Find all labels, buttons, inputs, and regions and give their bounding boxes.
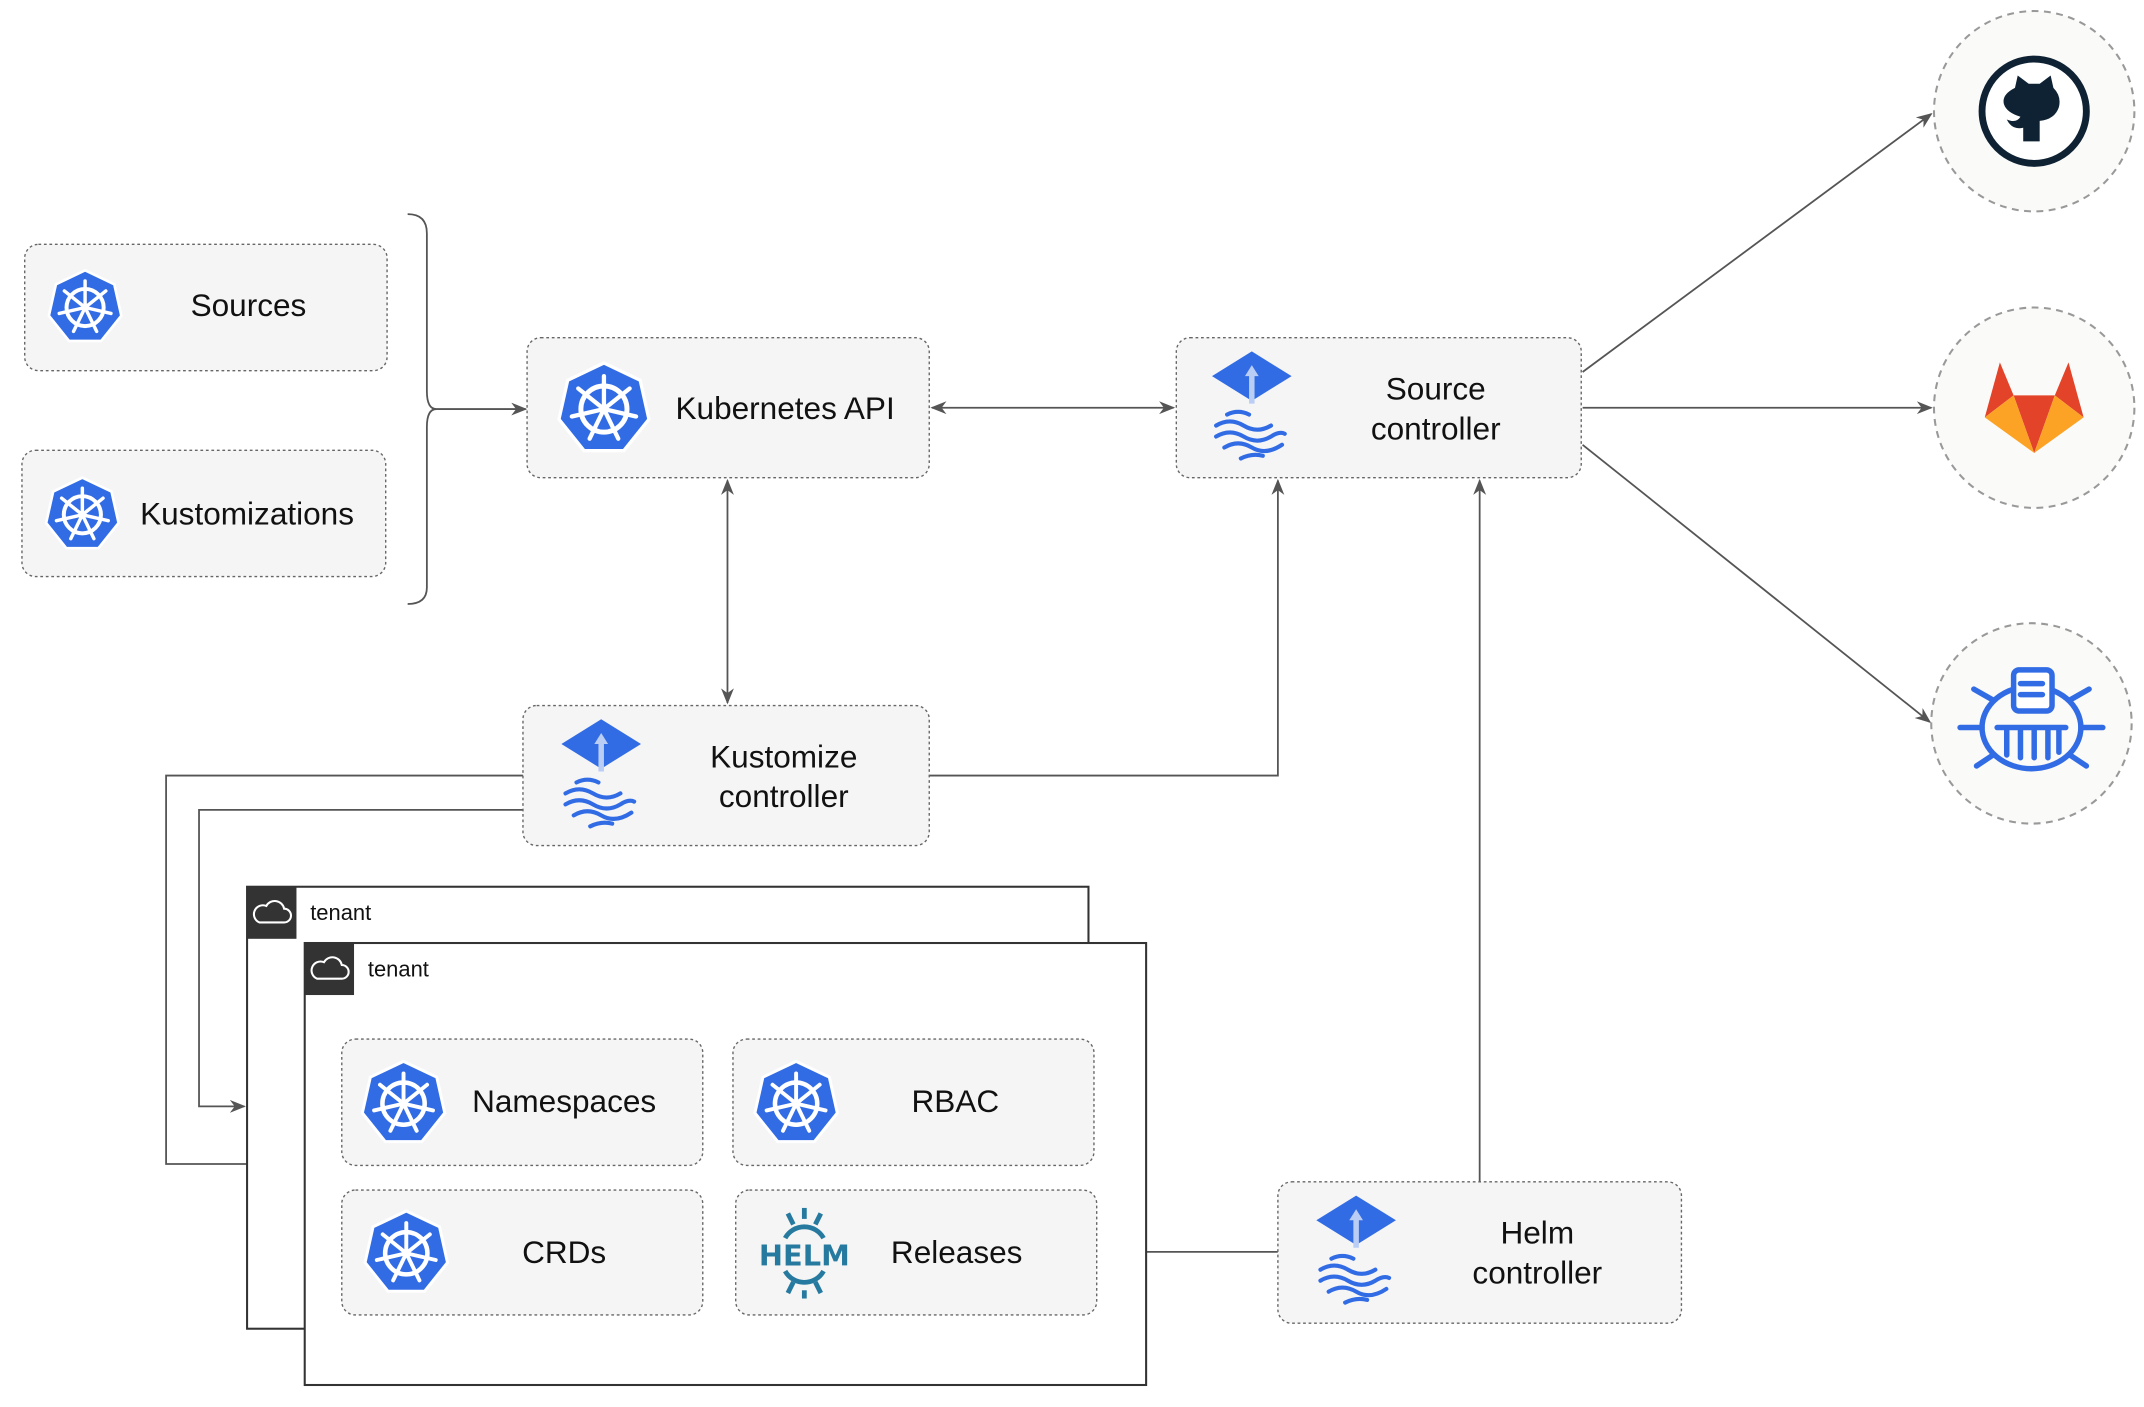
tenant-label: tenant (368, 956, 429, 981)
bucket-source[interactable] (1930, 622, 2133, 825)
edge-source-to-bucket (1582, 444, 1932, 724)
node-label-line2: controller (1371, 410, 1501, 446)
bucket-icon (1957, 667, 2106, 772)
node-label: Kubernetes API (676, 390, 895, 426)
github-repository[interactable] (1932, 9, 2136, 213)
node-label-line1: Helm (1500, 1215, 1574, 1251)
grouping-brace (407, 213, 437, 605)
node-label-line1: Source (1386, 371, 1486, 407)
node-namespaces[interactable]: Namespaces (341, 1038, 704, 1167)
node-kubernetes-api[interactable]: Kubernetes API (526, 337, 930, 479)
node-rbac[interactable]: RBAC (732, 1038, 1095, 1167)
helm-logo-text: HELM (759, 1239, 850, 1273)
node-sources[interactable]: Sources (24, 243, 388, 372)
edge-kustomize-to-tenant-outer (198, 808, 523, 1113)
edge-source-to-github (1582, 113, 1933, 373)
node-label-line1: Kustomize (710, 738, 857, 774)
edge-kustomize-to-tenant-inner (165, 774, 523, 1171)
node-crds[interactable]: CRDs (341, 1189, 704, 1316)
node-label: Releases (891, 1234, 1023, 1270)
node-kustomizations[interactable]: Kustomizations (21, 449, 387, 578)
node-label-line2: controller (719, 778, 849, 814)
edge-kustomize-to-source (929, 478, 1285, 777)
node-releases[interactable]: HELM Releases (735, 1189, 1098, 1316)
node-label: Kustomizations (140, 495, 354, 531)
helm-icon: HELM (759, 1207, 850, 1299)
node-helm-controller[interactable]: Helm controller (1277, 1181, 1683, 1324)
gitlab-icon (1984, 362, 2084, 454)
node-kustomize-controller[interactable]: Kustomize controller (522, 704, 930, 847)
node-label: Sources (191, 287, 307, 323)
tenant-inner[interactable]: tenant Namespaces RBAC CRDs (303, 941, 1148, 1387)
tenant-label: tenant (310, 900, 371, 925)
cloud-icon (304, 943, 355, 996)
node-source-controller[interactable]: Source controller (1175, 337, 1582, 479)
gitlab-repository[interactable] (1932, 306, 2136, 509)
node-label: Namespaces (472, 1083, 656, 1119)
node-label-line2: controller (1472, 1255, 1602, 1291)
github-icon (1978, 55, 2090, 167)
cloud-icon (247, 886, 297, 939)
node-label: RBAC (912, 1083, 1000, 1119)
node-label: CRDs (522, 1234, 606, 1270)
